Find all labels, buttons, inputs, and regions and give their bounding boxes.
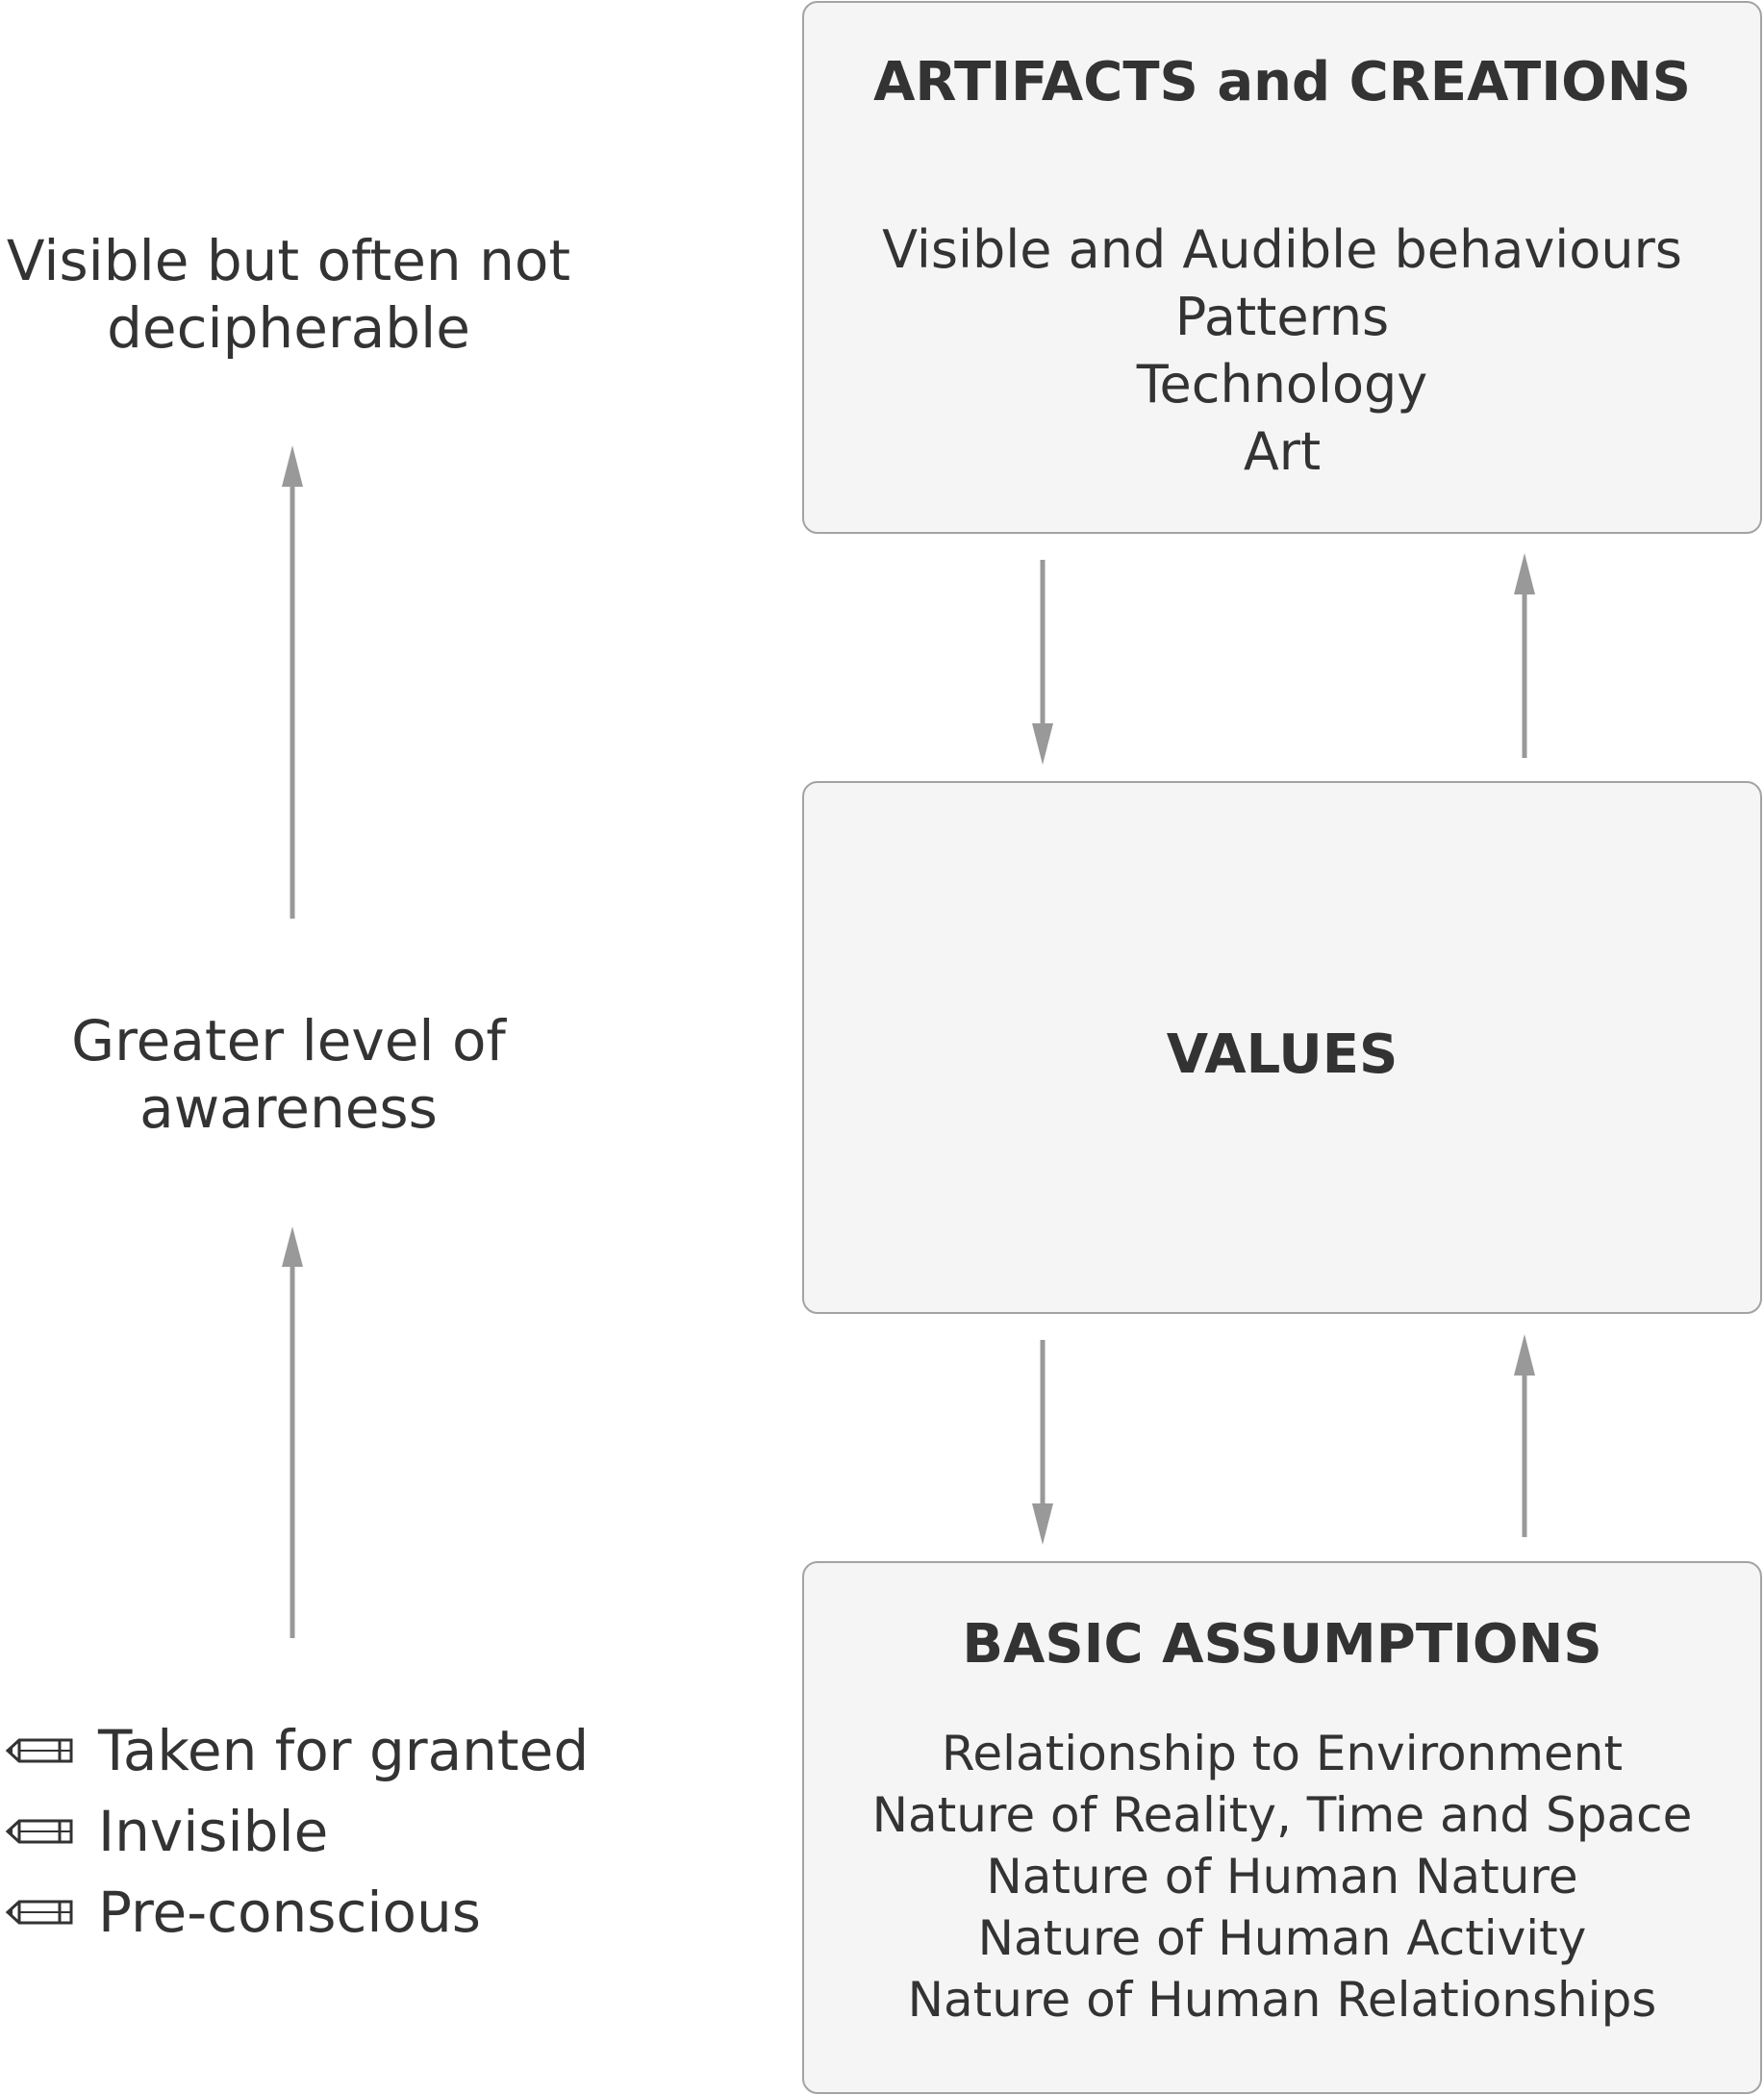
artifacts-line: Patterns [1174, 287, 1390, 347]
arrow-values-to-artifacts [1514, 553, 1535, 758]
legend-item: Pre-conscious [4, 1872, 589, 1953]
assumptions-line: Nature of Human Activity [977, 1910, 1587, 1966]
arrow-assumptions-to-values [1514, 1334, 1535, 1537]
label-visible-line-2: decipherable [107, 295, 470, 361]
legend-item: Invisible [4, 1791, 589, 1872]
pencil-icon [5, 1819, 73, 1844]
assumptions-line: Nature of Human Relationships [907, 1972, 1657, 2028]
artifacts-line: Art [1243, 421, 1322, 482]
values-box: VALUES [802, 781, 1762, 1314]
artifacts-line: Technology [1136, 354, 1428, 415]
pencil-icon [5, 1900, 73, 1925]
assumptions-box: BASIC ASSUMPTIONS Relationship to Enviro… [802, 1561, 1762, 2094]
assumptions-line: Nature of Reality, Time and Space [871, 1787, 1693, 1843]
artifacts-lines: Visible and Audible behaviours Patterns … [804, 216, 1760, 486]
legend: Taken for granted Invisible Pre-consciou… [4, 1710, 589, 1953]
pencil-icon [5, 1738, 73, 1763]
artifacts-title: ARTIFACTS and CREATIONS [873, 51, 1691, 114]
legend-label: Pre-conscious [98, 1880, 481, 1945]
artifacts-line: Visible and Audible behaviours [882, 219, 1682, 280]
assumptions-title: BASIC ASSUMPTIONS [962, 1613, 1602, 1676]
arrow-values-to-assumptions [1032, 1340, 1053, 1545]
label-visible-line-1: Visible but often not [6, 228, 571, 293]
legend-item: Taken for granted [4, 1710, 589, 1791]
assumptions-line: Nature of Human Nature [986, 1849, 1578, 1905]
label-visible-not-decipherable: Visible but often not decipherable [0, 227, 577, 362]
awareness-arrow-upper [282, 445, 303, 919]
legend-label: Taken for granted [98, 1718, 590, 1783]
label-greater-awareness: Greater level of awareness [0, 1007, 577, 1142]
arrow-artifacts-to-values [1032, 560, 1053, 765]
legend-label: Invisible [98, 1799, 329, 1864]
artifacts-box: ARTIFACTS and CREATIONS Visible and Audi… [802, 1, 1762, 534]
assumptions-lines: Relationship to Environment Nature of Re… [804, 1723, 1760, 2031]
values-title: VALUES [1166, 1023, 1399, 1086]
awareness-arrow-lower [282, 1226, 303, 1638]
assumptions-line: Relationship to Environment [941, 1726, 1624, 1781]
label-awareness-line-1: Greater level of [71, 1008, 506, 1073]
label-awareness-line-2: awareness [139, 1075, 438, 1141]
